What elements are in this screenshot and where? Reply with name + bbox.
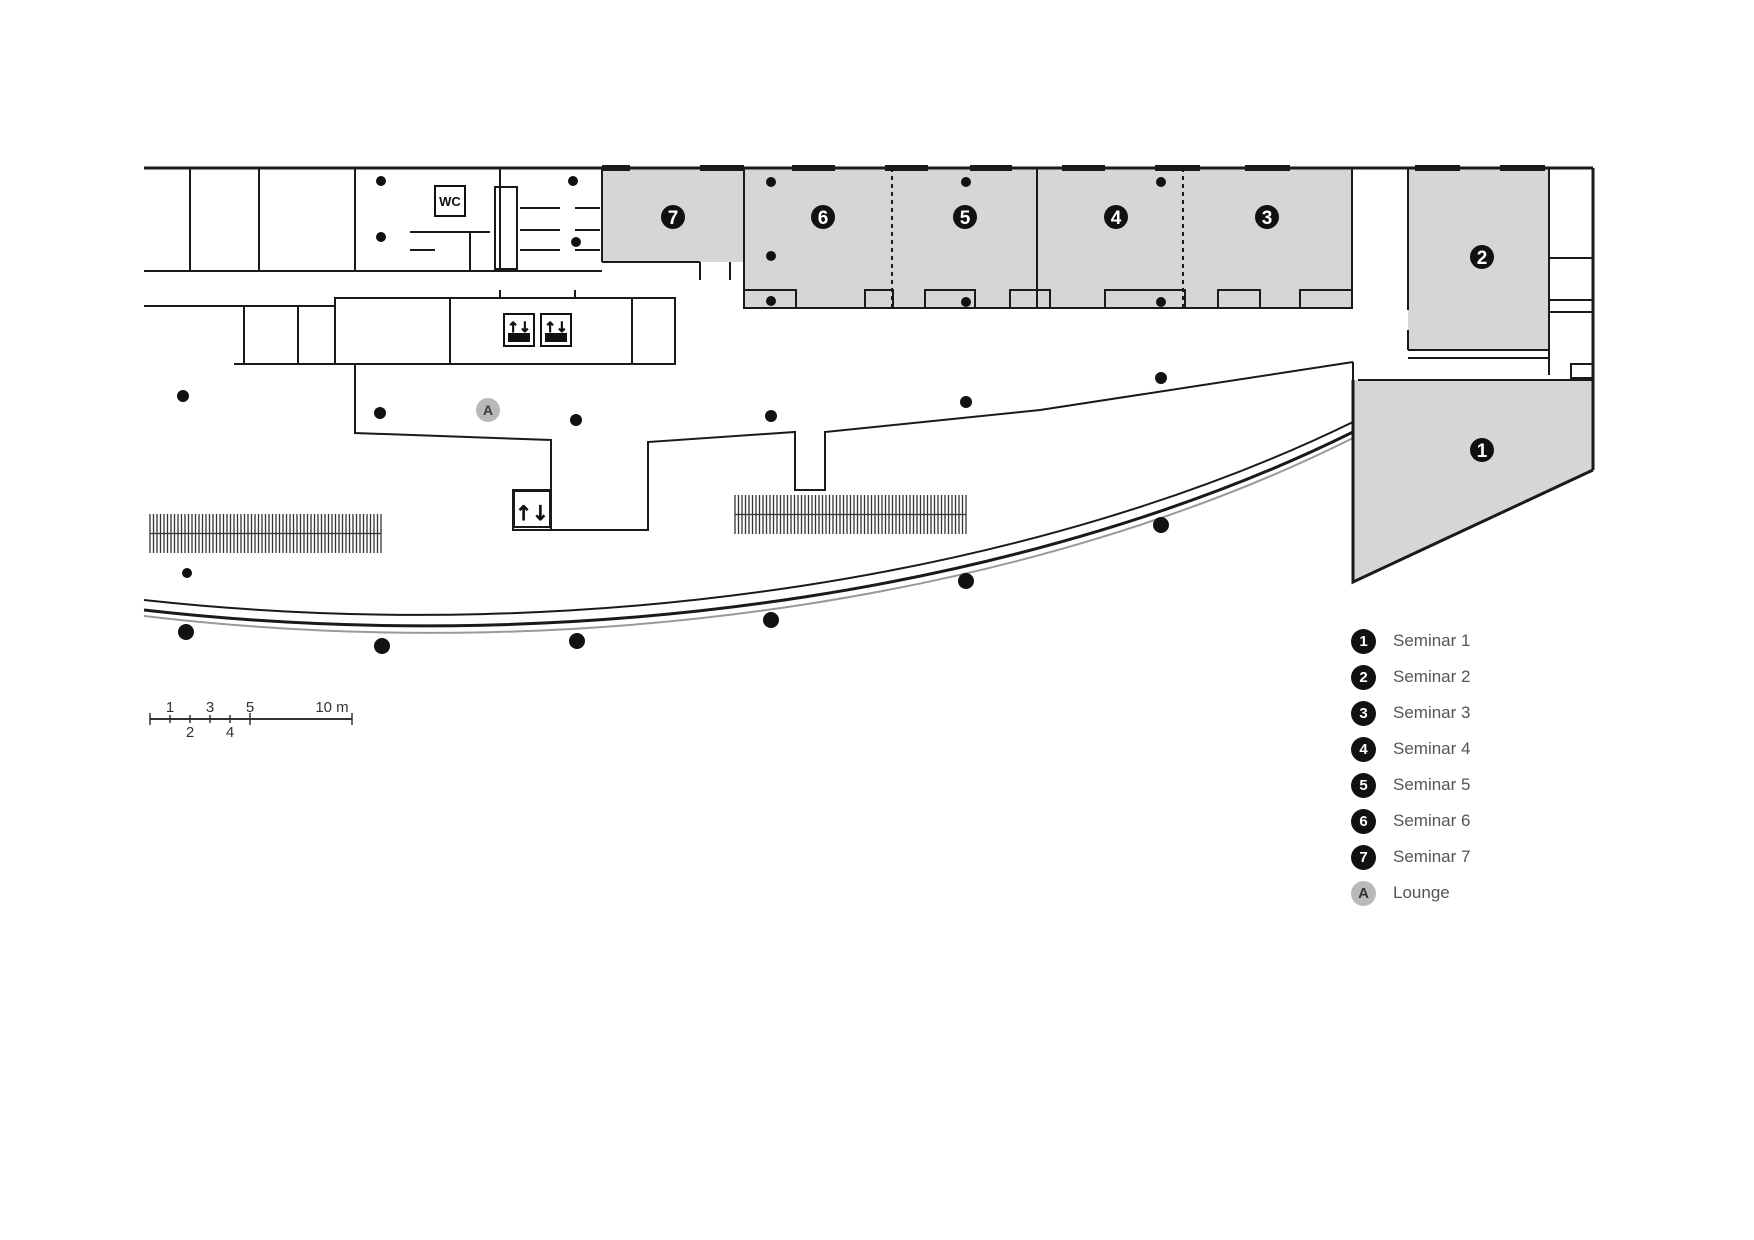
room-1-area xyxy=(1353,380,1593,582)
scale-tick-1: 1 xyxy=(166,699,174,716)
room-badge-6: 6 xyxy=(811,205,835,229)
legend-label: Seminar 7 xyxy=(1393,847,1471,866)
legend-label: Seminar 1 xyxy=(1393,631,1471,650)
column xyxy=(958,573,974,589)
wc-label: WC xyxy=(439,194,461,209)
svg-text:4: 4 xyxy=(1111,208,1122,229)
columns xyxy=(177,176,1169,654)
room-5-area xyxy=(892,168,1037,308)
lounge-badge: A xyxy=(476,398,500,422)
legend-badge: 1 xyxy=(1351,628,1376,654)
lift-icons: ↑↓ ↑↓ ↑↓ xyxy=(503,313,572,526)
scale-tick-4: 4 xyxy=(226,724,234,741)
legend-item-seminar-6: 6 Seminar 6 xyxy=(1351,803,1611,839)
legend-label: Seminar 6 xyxy=(1393,811,1471,830)
scale-tick-2: 2 xyxy=(186,724,194,741)
svg-text:7: 7 xyxy=(668,208,679,229)
legend-item-seminar-3: 3 Seminar 3 xyxy=(1351,695,1611,731)
column xyxy=(766,177,776,187)
svg-text:A: A xyxy=(483,402,493,418)
scale-tick-3: 3 xyxy=(206,699,214,716)
room-badges: 7 6 5 4 3 2 1 A xyxy=(476,205,1494,462)
legend-badge: 6 xyxy=(1351,808,1376,834)
svg-text:6: 6 xyxy=(818,208,829,229)
column xyxy=(376,176,386,186)
column xyxy=(960,396,972,408)
column xyxy=(570,414,582,426)
column xyxy=(374,638,390,654)
scale-tick-5: 5 xyxy=(246,699,254,716)
legend-label: Seminar 2 xyxy=(1393,667,1471,686)
legend-item-seminar-4: 4 Seminar 4 xyxy=(1351,731,1611,767)
wc-icon: WC xyxy=(434,185,466,217)
legend-badge: 7 xyxy=(1351,844,1376,870)
svg-text:2: 2 xyxy=(1477,248,1488,269)
room-3-area xyxy=(1183,168,1352,308)
column xyxy=(1156,297,1166,307)
column xyxy=(182,568,192,578)
column xyxy=(374,407,386,419)
legend-item-seminar-2: 2 Seminar 2 xyxy=(1351,659,1611,695)
room-badge-5: 5 xyxy=(953,205,977,229)
room-badge-2: 2 xyxy=(1470,245,1494,269)
room-badge-7: 7 xyxy=(661,205,685,229)
column xyxy=(766,296,776,306)
legend-label: Lounge xyxy=(1393,883,1450,902)
column xyxy=(766,251,776,261)
room-badge-1: 1 xyxy=(1470,438,1494,462)
legend-badge: 3 xyxy=(1351,700,1376,726)
column xyxy=(178,624,194,640)
room-badge-4: 4 xyxy=(1104,205,1128,229)
legend: 1 Seminar 1 2 Seminar 2 3 Seminar 3 4 Se… xyxy=(1351,623,1611,911)
room-4-area xyxy=(1037,168,1183,308)
legend-label: Seminar 4 xyxy=(1393,739,1471,758)
column xyxy=(177,390,189,402)
svg-text:1: 1 xyxy=(1477,441,1488,462)
svg-text:3: 3 xyxy=(1262,208,1273,229)
column xyxy=(571,237,581,247)
legend-badge: 2 xyxy=(1351,664,1376,690)
legend-item-seminar-1: 1 Seminar 1 xyxy=(1351,623,1611,659)
column xyxy=(961,177,971,187)
column xyxy=(1155,372,1167,384)
room-6-area xyxy=(744,168,892,308)
legend-badge: 5 xyxy=(1351,772,1376,798)
legend-label: Seminar 5 xyxy=(1393,775,1471,794)
legend-item-lounge: A Lounge xyxy=(1351,875,1611,911)
legend-badge: 4 xyxy=(1351,736,1376,762)
bench-strips xyxy=(149,495,967,553)
walls xyxy=(143,165,1595,634)
svg-text:↑↓: ↑↓ xyxy=(507,320,530,336)
room-badge-3: 3 xyxy=(1255,205,1279,229)
column xyxy=(1153,517,1169,533)
column xyxy=(568,176,578,186)
legend-item-seminar-7: 7 Seminar 7 xyxy=(1351,839,1611,875)
column xyxy=(376,232,386,242)
legend-label: Seminar 3 xyxy=(1393,703,1471,722)
scale-bar: 1 3 5 10 m 2 4 xyxy=(149,699,353,741)
svg-text:↑↓: ↑↓ xyxy=(515,501,549,525)
column xyxy=(765,410,777,422)
scale-tick-10m: 10 m xyxy=(315,699,348,716)
svg-text:5: 5 xyxy=(960,208,971,229)
column xyxy=(763,612,779,628)
svg-text:↑↓: ↑↓ xyxy=(544,320,567,336)
column xyxy=(961,297,971,307)
legend-badge: A xyxy=(1351,880,1376,906)
column xyxy=(1156,177,1166,187)
legend-item-seminar-5: 5 Seminar 5 xyxy=(1351,767,1611,803)
column xyxy=(569,633,585,649)
